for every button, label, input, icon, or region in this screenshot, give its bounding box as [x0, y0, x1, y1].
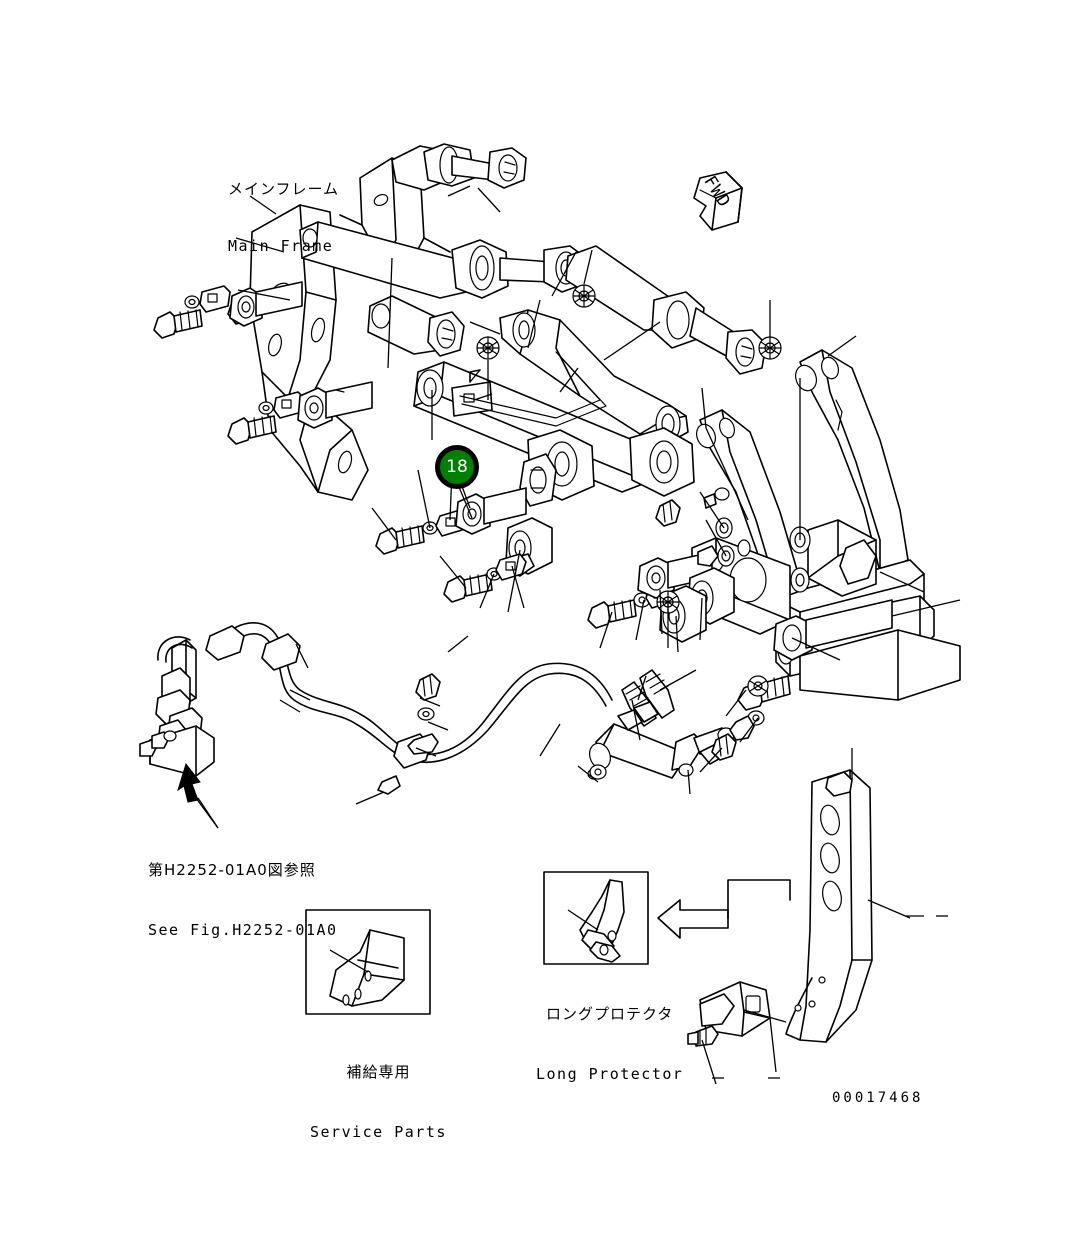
label-long-protector-jp: ロングプロテクタ — [546, 1005, 674, 1023]
ripper-shank — [687, 769, 873, 1047]
bolt — [375, 525, 425, 555]
hydraulic-hose-assembly — [139, 622, 613, 829]
pin — [455, 487, 527, 535]
second-link-rod — [299, 221, 587, 299]
upper-link-rod — [391, 143, 527, 191]
long-protector-inset — [543, 871, 729, 965]
leader-lines — [197, 185, 961, 1085]
bolt — [227, 415, 277, 445]
label-service-parts: 補給専用 Service Parts — [310, 1022, 447, 1182]
pin-long — [297, 381, 373, 429]
fasteners-group — [153, 281, 893, 795]
fourth-link-rod — [367, 295, 465, 357]
bolt — [415, 673, 441, 701]
label-long-protector-en: Long Protector — [536, 1065, 684, 1083]
bolt — [711, 733, 737, 761]
bolt — [655, 499, 681, 527]
castle-nut — [758, 336, 782, 360]
service-parts-inset — [305, 909, 431, 1015]
ripper-main-beam — [413, 309, 695, 507]
castle-nut — [572, 284, 596, 308]
pin — [229, 281, 303, 327]
label-see-fig-en: See Fig.H2252-01A0 — [148, 921, 338, 939]
bolt — [153, 309, 203, 339]
label-main-frame-en: Main Frame — [228, 237, 334, 255]
hydraulic-cylinder — [587, 669, 735, 780]
third-link-rod — [565, 245, 767, 375]
castle-nut — [747, 675, 769, 697]
castle-nut — [476, 336, 500, 360]
label-main-frame: メインフレーム Main Frame — [228, 142, 339, 294]
label-see-fig-jp: 第H2252-01A0図参照 — [148, 861, 316, 879]
drawing-number: 00017468 — [832, 1090, 924, 1106]
label-main-frame-jp: メインフレーム — [228, 180, 340, 198]
fwd-arrow-marker — [693, 171, 743, 231]
label-see-figure-reference: 第H2252-01A0図参照 See Fig.H2252-01A0 — [148, 820, 338, 980]
bolt — [587, 599, 637, 629]
label-service-parts-en: Service Parts — [310, 1123, 447, 1141]
label-long-protector: ロングプロテクタ Long Protector — [536, 964, 683, 1124]
label-service-parts-jp: 補給専用 — [346, 1063, 411, 1081]
callout-badge-18[interactable]: 18 — [435, 445, 479, 489]
